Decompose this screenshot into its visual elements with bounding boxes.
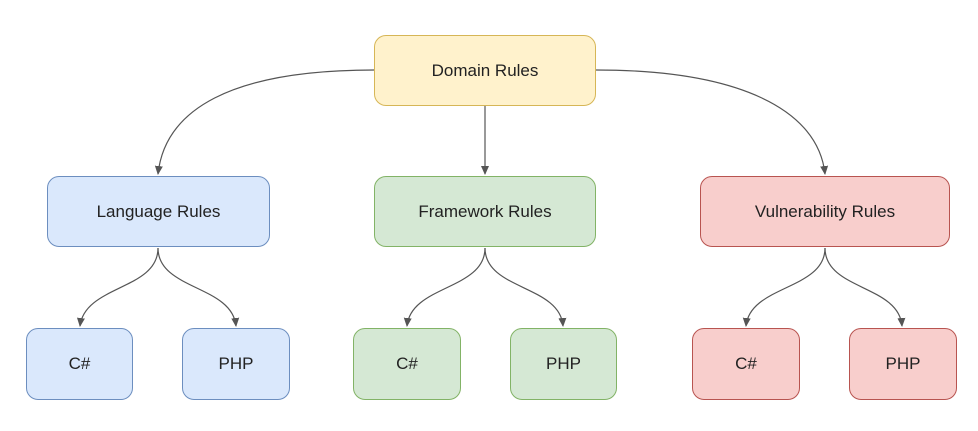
language-rules-label: Language Rules: [96, 201, 221, 221]
language-php-label: PHP: [218, 354, 254, 373]
edge-language-to-php: [157, 247, 240, 327]
vulnerability-rules-node: Vulnerability Rules: [700, 176, 950, 247]
edge-language-to-csharp: [77, 247, 159, 327]
vulnerability-php-label: PHP: [885, 354, 921, 373]
language-csharp-node: C#: [26, 328, 133, 400]
framework-rules-node: Framework Rules: [374, 176, 596, 247]
edge-vulnerability-to-php: [824, 247, 906, 327]
edge-root-to-vulnerability: [595, 69, 829, 175]
framework-php-node: PHP: [510, 328, 617, 400]
vulnerability-php-node: PHP: [849, 328, 957, 400]
edge-framework-to-csharp: [403, 247, 486, 327]
framework-rules-label: Framework Rules: [418, 201, 552, 221]
language-csharp-label: C#: [68, 354, 91, 373]
vulnerability-csharp-node: C#: [692, 328, 800, 400]
vulnerability-csharp-label: C#: [735, 354, 757, 373]
root-node: Domain Rules: [374, 35, 596, 106]
framework-csharp-label: C#: [396, 354, 418, 373]
vulnerability-rules-label: Vulnerability Rules: [754, 201, 896, 221]
edge-vulnerability-to-csharp: [742, 247, 826, 327]
language-php-node: PHP: [182, 328, 290, 400]
edge-root-to-language: [154, 69, 375, 175]
language-rules-node: Language Rules: [47, 176, 270, 247]
framework-php-label: PHP: [546, 354, 581, 373]
edge-framework-to-php: [484, 247, 567, 327]
root-node-label: Domain Rules: [431, 60, 539, 80]
framework-csharp-node: C#: [353, 328, 461, 400]
